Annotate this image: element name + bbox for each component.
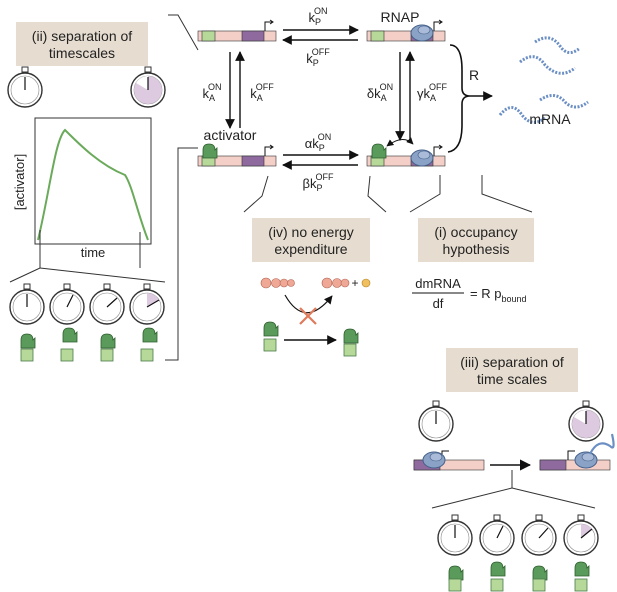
mrna-icon: [498, 36, 589, 124]
stopwatch-empty-icon: [418, 400, 454, 442]
box-separation-of-timescales-ii: (ii) separation of timescales: [16, 22, 148, 66]
occupancy-equation: dmRNA df = R pbound: [412, 276, 526, 311]
equation-denominator: df: [433, 296, 444, 311]
rnap-label: RNAP: [381, 9, 420, 25]
equation-sub: bound: [501, 294, 526, 304]
rate-delta-ka-on: δkAON: [367, 82, 393, 103]
stopwatch-icon: [521, 514, 557, 556]
binding-site-icon: [448, 578, 462, 592]
svg-text:δkAON: δkAON: [367, 82, 393, 103]
rate-kp-off: kPOFF: [306, 47, 330, 68]
equation-rhs: = R p: [470, 286, 501, 301]
dna-bottom-right: [366, 137, 446, 167]
stopwatch-icon: [49, 283, 85, 325]
activator-icon: [574, 561, 590, 577]
activator-icon: [20, 333, 36, 349]
svg-text:+: +: [351, 276, 358, 290]
box-i-line1: (i) occupancy: [434, 224, 517, 240]
svg-text:βkPOFF: βkPOFF: [303, 172, 334, 193]
plot-xlabel: time: [81, 245, 106, 260]
stopwatch-icon: [9, 283, 45, 325]
box-i-line2: hypothesis: [443, 241, 510, 257]
stopwatch-full-icon: [568, 400, 604, 442]
rate-alpha-kp-on: αkPON: [305, 132, 332, 153]
rate-ka-off: kAOFF: [250, 82, 274, 103]
box-iv-line1: (iv) no energy: [268, 224, 354, 240]
activator-icon: [532, 565, 548, 581]
activator-icon: [100, 333, 116, 349]
equation-numerator: dmRNA: [415, 276, 461, 291]
stopwatch-icon: [89, 283, 125, 325]
right-site-row: [448, 578, 588, 592]
left-site-row: [20, 348, 154, 362]
svg-text:kPOFF: kPOFF: [306, 47, 330, 68]
rate-gamma-ka-off: γkAOFF: [417, 82, 448, 103]
box-ii-line2: timescales: [49, 45, 115, 61]
svg-text:kPON: kPON: [308, 6, 327, 27]
dna-transcription-start: [413, 450, 485, 471]
box-occupancy-hypothesis-i: (i) occupancy hypothesis: [418, 218, 534, 262]
box-ii-line1: (ii) separation of: [32, 28, 132, 44]
stopwatch-icon: [479, 514, 515, 556]
cross-out-icon: [299, 307, 317, 325]
svg-text:kAOFF: kAOFF: [250, 82, 274, 103]
svg-text:γkAOFF: γkAOFF: [417, 82, 448, 103]
dna-top-left: [197, 19, 277, 42]
rate-kp-on: kPON: [308, 6, 327, 27]
rate-ka-on: kAON: [202, 82, 221, 103]
box-iii-line1: (iii) separation of: [460, 354, 564, 370]
stopwatch-icon: [129, 283, 165, 325]
box-iii-line2: time scales: [477, 371, 547, 387]
activator-icon: [142, 327, 158, 343]
box-no-energy-expenditure-iv: (iv) no energy expenditure: [252, 218, 370, 262]
activator-label: activator: [204, 127, 257, 143]
svg-text:αkPON: αkPON: [305, 132, 332, 153]
stopwatch-icon: [563, 514, 599, 556]
mrna-label: mRNA: [529, 111, 571, 127]
activator-icon: [343, 328, 359, 344]
binding-site-icon: [20, 348, 34, 362]
left-stopwatch-row: [9, 283, 165, 325]
binding-site-icon: [532, 578, 546, 592]
stopwatch-icon: [437, 514, 473, 556]
stopwatch-full-icon: [130, 66, 166, 108]
right-activator-row: [448, 561, 590, 581]
activator-icon: [62, 327, 78, 343]
binding-site-icon: [490, 578, 504, 592]
dna-transcribing: [539, 433, 615, 471]
right-stopwatch-row: [437, 514, 599, 556]
box-separation-of-time-scales-iii: (iii) separation of time scales: [446, 348, 578, 392]
plot-ylabel: [activator]: [12, 154, 27, 210]
activator-icon: [263, 321, 279, 337]
activator-time-plot: [activator] time: [9, 117, 166, 283]
dna-bottom-left: [197, 143, 277, 167]
svg-text:kAON: kAON: [202, 82, 221, 103]
binding-site-icon: [263, 338, 277, 352]
binding-site-icon: [343, 343, 357, 357]
box-iv-line2: expenditure: [274, 241, 347, 257]
rate-R-label: R: [469, 67, 479, 83]
activator-icon: [490, 561, 506, 577]
atp-icon: [260, 277, 295, 289]
activator-icon: [448, 565, 464, 581]
binding-site-icon: [100, 348, 114, 362]
left-activator-row: [20, 327, 158, 349]
rate-beta-kp-off: βkPOFF: [303, 172, 334, 193]
binding-site-icon: [140, 348, 154, 362]
stopwatch-empty-icon: [7, 66, 43, 108]
adp-pi-icon: +: [321, 276, 371, 290]
binding-site-icon: [574, 578, 588, 592]
svg-text:= R pbound: = R pbound: [470, 286, 526, 304]
binding-site-icon: [60, 348, 74, 362]
